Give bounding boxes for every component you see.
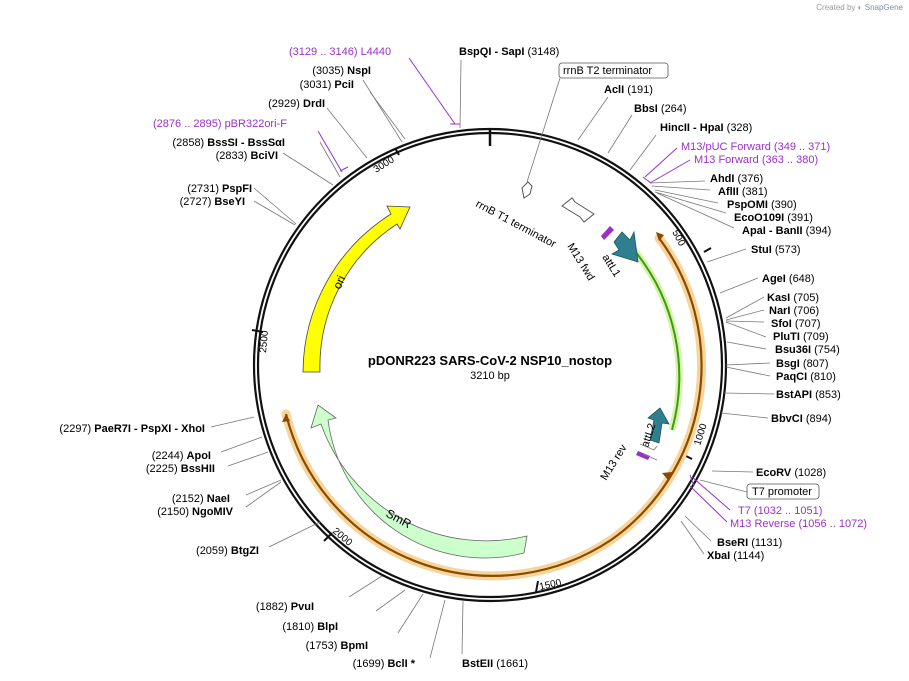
snapgene-logo-icon: ◐: [857, 3, 863, 12]
site-sfoi: SfoI (707): [771, 318, 821, 330]
site-hincii: HincII - HpaI (328): [660, 122, 752, 134]
site-drdi: (2929) DrdI: [268, 98, 325, 110]
orf-arc-line: [284, 237, 703, 577]
feature-t7-promoter-box: [746, 483, 820, 500]
site-eco0109i: EcoO109I (391): [734, 212, 813, 224]
primer-m13fwd-mark: [601, 226, 614, 240]
site-pluti: PluTI (709): [773, 331, 829, 343]
site-bcli: (1699) BclI *: [353, 658, 416, 670]
site-bsgi: BsgI (807): [776, 358, 829, 370]
site-nari: NarI (706): [769, 305, 819, 317]
feature-rrnB-T2: [521, 181, 533, 199]
site-bsu36i: Bsu36I (754): [775, 344, 840, 356]
site-apai: ApaI - BanII (394): [742, 225, 831, 237]
site-bcivi: (2833) BciVI: [216, 150, 278, 162]
primer-m13rev-outline: [639, 443, 658, 461]
site-pspomi: PspOMI (390): [727, 199, 797, 211]
tick-marks: [251, 147, 712, 593]
primer-site-t7: T7 (1032 .. 1051): [738, 505, 822, 517]
t7-promoter-connector: [699, 479, 748, 493]
orf-arrowhead-start: [656, 232, 664, 241]
credit-brand: SnapGene: [864, 3, 903, 12]
site-bpmi: (1753) BpmI: [306, 640, 368, 652]
site-stui: StuI (573): [751, 244, 801, 256]
site-aflii: AflII (381): [718, 186, 768, 198]
primer-site-m13rev: M13 Reverse (1056 .. 1072): [730, 518, 867, 530]
site-bstapi: BstAPI (853): [776, 389, 841, 401]
site-pcii: (3031) PciI: [300, 79, 354, 91]
site-bsssi: (2858) BssSI - BssSαI: [172, 137, 285, 149]
primer-site-m13fwd: M13 Forward (363 .. 380): [694, 154, 818, 166]
site-bseyi: (2727) BseYI: [180, 196, 245, 208]
site-pvui: (1882) PvuI: [256, 601, 314, 613]
feature-rrnB-T2-box: [558, 62, 669, 79]
rrnB-T2-connector: [526, 77, 561, 183]
site-naei: (2152) NaeI: [172, 493, 230, 505]
site-ngomiv: (2150) NgoMIV: [157, 506, 233, 518]
primer-site-pbr322: (2876 .. 2895) pBR322ori-F: [153, 118, 287, 130]
site-bsteii: BstEII (1661): [462, 658, 528, 670]
site-blpi: (1810) BlpI: [282, 621, 338, 633]
plasmid-name: pDONR223 SARS-CoV-2 NSP10_nostop: [368, 353, 612, 368]
feature-smr: [310, 404, 528, 559]
feature-attL1: [610, 230, 639, 263]
tick-1500: 1500: [538, 577, 562, 592]
site-apoi: (2244) ApoI: [152, 450, 211, 462]
primer-site-m13puc: M13/pUC Forward (349 .. 371): [681, 141, 830, 153]
plasmid-size: 3210 bp: [470, 370, 510, 382]
site-bbvci: BbvCI (894): [771, 413, 832, 425]
tick-2500: 2500: [258, 330, 271, 354]
site-acli: AclI (191): [604, 84, 653, 96]
site-paer7i: (2297) PaeR7I - PspXI - XhoI: [59, 423, 205, 435]
primer-site-l4440: (3129 .. 3146) L4440: [289, 46, 391, 58]
orf-arc-highlight: [281, 233, 707, 581]
site-xbai: XbaI (1144): [707, 550, 764, 562]
feature-rrnB-T1-label: rrnB T1 terminator: [474, 198, 559, 251]
site-agei: AgeI (648): [762, 273, 815, 285]
primer-m13rev-label: M13 rev: [598, 442, 629, 482]
site-ahdi: AhdI (376): [710, 173, 763, 185]
feature-t7-promoter-label: T7 promoter: [752, 486, 812, 498]
feature-rrnB-T1: [561, 197, 595, 223]
site-paqci: PaqCI (810): [776, 371, 836, 383]
site-bspqi: BspQI - SapI (3148): [459, 46, 559, 58]
site-connectors: [210, 59, 775, 659]
orf-arrowhead-left: [282, 414, 290, 422]
primer-m13fwd-label: M13 fwd: [564, 241, 596, 283]
green-arc-highlight: [631, 247, 683, 431]
primer-m13rev-mark: [636, 451, 650, 460]
site-pspfi: (2731) PspFI: [187, 183, 252, 195]
feature-ori: [302, 205, 411, 373]
orf-arrowhead-end: [662, 472, 672, 480]
feature-attL2: [647, 407, 670, 444]
site-ecorv: EcoRV (1028): [756, 467, 826, 479]
credit-prefix: Created by: [816, 3, 856, 12]
primer-site-connectors: [317, 57, 731, 523]
feature-ori-label: ori: [330, 273, 348, 291]
green-arc-line: [633, 249, 681, 431]
site-bsshii: (2225) BssHII: [146, 463, 215, 475]
feature-rrnB-T2-label: rrnB T2 terminator: [563, 65, 652, 77]
site-bbsi: BbsI (264): [634, 103, 687, 115]
site-kasi: KasI (705): [767, 292, 819, 304]
site-nspi: (3035) NspI: [312, 65, 371, 77]
site-bseri: BseRI (1131): [717, 537, 782, 549]
snapgene-credit: Created by ◐ SnapGene: [816, 3, 903, 12]
site-btgzi: (2059) BtgZI: [196, 545, 259, 557]
